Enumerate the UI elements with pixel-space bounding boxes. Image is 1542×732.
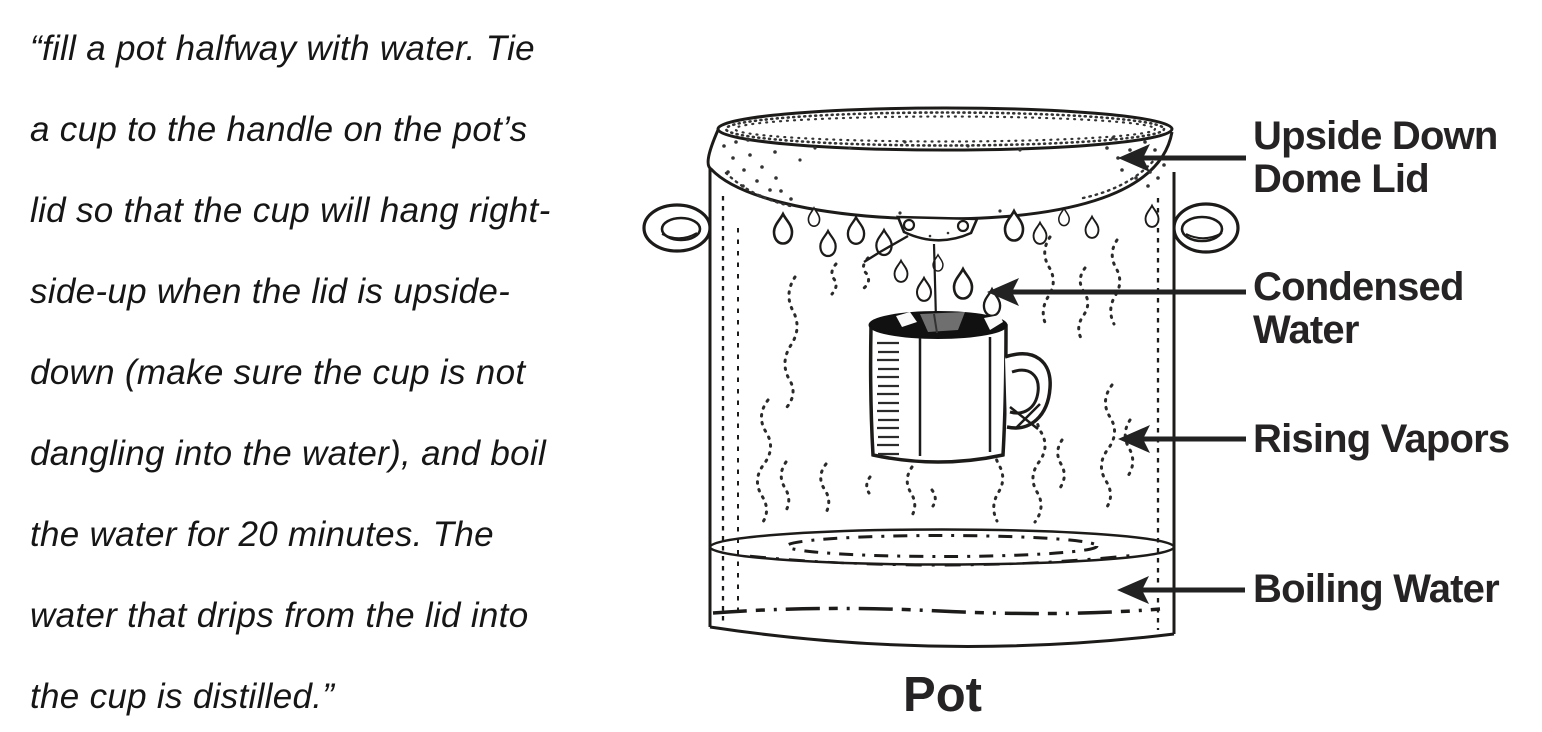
- label-upside-down-dome-lid: Upside Down Dome Lid: [1253, 115, 1498, 201]
- label-arrows: [987, 144, 1246, 604]
- quote-line: lid so that the cup will hang right-: [30, 191, 551, 230]
- quote-line: dangling into the water), and boil: [30, 434, 547, 473]
- quote-line: the water for 20 minutes. The: [30, 515, 494, 554]
- quote-line: side-up when the lid is upside-: [30, 272, 511, 311]
- label-line: Dome Lid: [1253, 157, 1430, 201]
- quote-text: “fill a pot halfway with water. Tie a cu…: [30, 8, 690, 732]
- boiling-water-surface: [708, 528, 1176, 567]
- quote-line: water that drips from the lid into: [30, 596, 529, 635]
- quote-line: down (make sure the cup is not: [30, 353, 526, 392]
- quote-line: “fill a pot halfway with water. Tie: [30, 29, 535, 68]
- label-pot: Pot: [903, 668, 982, 722]
- label-line: Water: [1253, 308, 1359, 352]
- label-rising-vapors: Rising Vapors: [1253, 417, 1510, 461]
- label-boiling-water: Boiling Water: [1253, 567, 1500, 611]
- cup-shading-hatch: [877, 341, 899, 456]
- quote-line: the cup is distilled.”: [30, 677, 335, 716]
- water-level-line: [712, 606, 1161, 616]
- pot-body: [708, 167, 1176, 648]
- label-line: Upside Down: [1253, 114, 1498, 158]
- hanging-string: [863, 234, 938, 321]
- cup: [868, 311, 1052, 464]
- upside-down-dome-lid: [706, 106, 1174, 242]
- lid-knob: [896, 215, 979, 242]
- label-condensed-water: Condensed Water: [1253, 266, 1464, 352]
- label-line: Condensed: [1253, 265, 1464, 309]
- quote-line: a cup to the handle on the pot’s: [30, 110, 528, 149]
- pot-handles: [642, 202, 1240, 254]
